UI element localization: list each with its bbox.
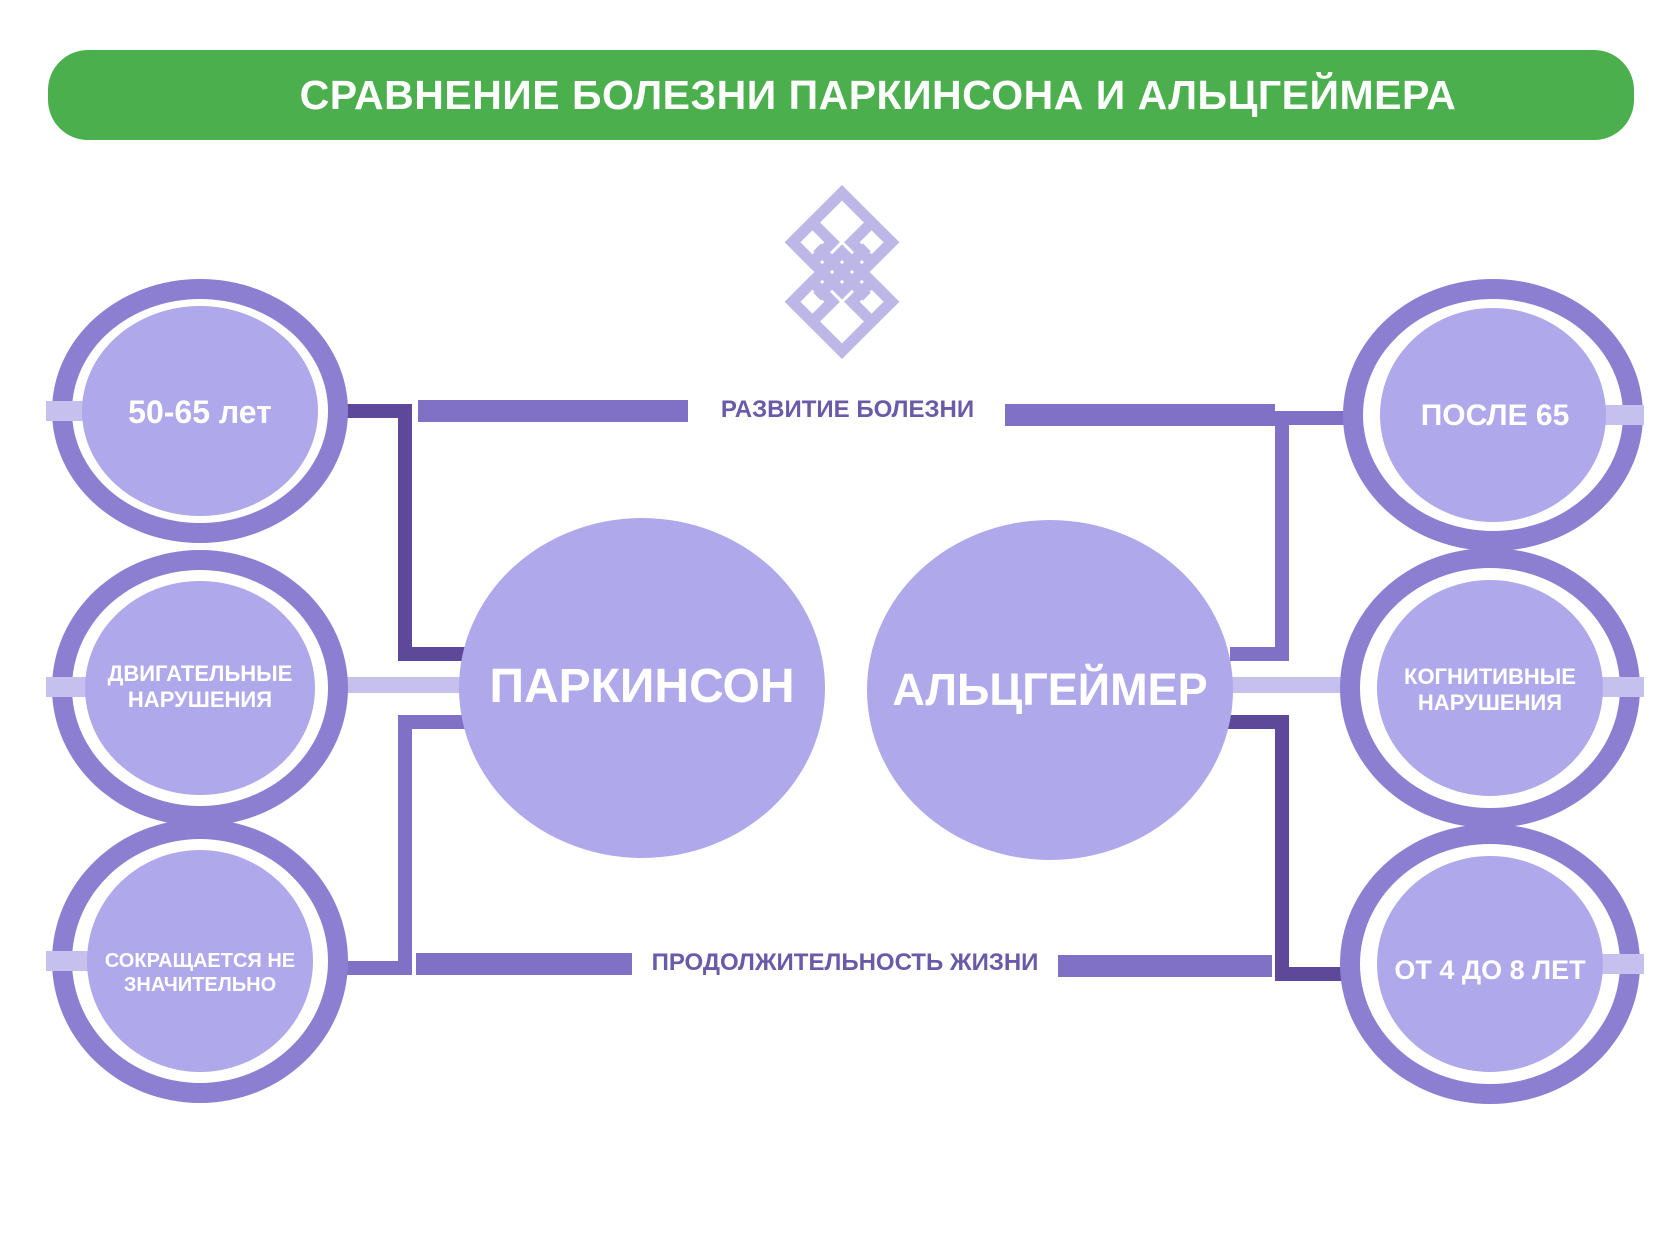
a-symptoms-line2: НАРУШЕНИЯ (1418, 690, 1562, 716)
a-onset-label: ПОСЛЕ 65 (1385, 394, 1605, 438)
p-symptoms-label: ДВИГАТЕЛЬНЫЕ НАРУШЕНИЯ (85, 655, 315, 719)
p-lifespan-line2: ЗНАЧИТЕЛЬНО (124, 973, 276, 997)
center-label-alzheimer: АЛЬЦГЕЙМЕР (870, 658, 1230, 722)
endless-knot-icon (763, 193, 921, 351)
center-label-parkinson: ПАРКИНСОН (462, 655, 822, 719)
a-lifespan-label: ОТ 4 ДО 8 ЛЕТ (1375, 948, 1605, 992)
a-symptoms-label: КОГНИТИВНЫЕ НАРУШЕНИЯ (1375, 658, 1605, 722)
p-symptoms-line1: ДВИГАТЕЛЬНЫЕ (108, 661, 293, 687)
connector-label-onset: РАЗВИТИЕ БОЛЕЗНИ (700, 392, 995, 428)
p-lifespan-line1: СОКРАЩАЕТСЯ НЕ (105, 949, 295, 973)
p-onset-label: 50-65 лет (90, 390, 310, 434)
connector-label-lifespan: ПРОДОЛЖИТЕЛЬНОСТЬ ЖИЗНИ (636, 945, 1054, 981)
p-lifespan-label: СОКРАЩАЕТСЯ НЕ ЗНАЧИТЕЛЬНО (85, 945, 315, 1001)
p-symptoms-line2: НАРУШЕНИЯ (128, 687, 272, 713)
a-symptoms-line1: КОГНИТИВНЫЕ (1404, 664, 1576, 690)
